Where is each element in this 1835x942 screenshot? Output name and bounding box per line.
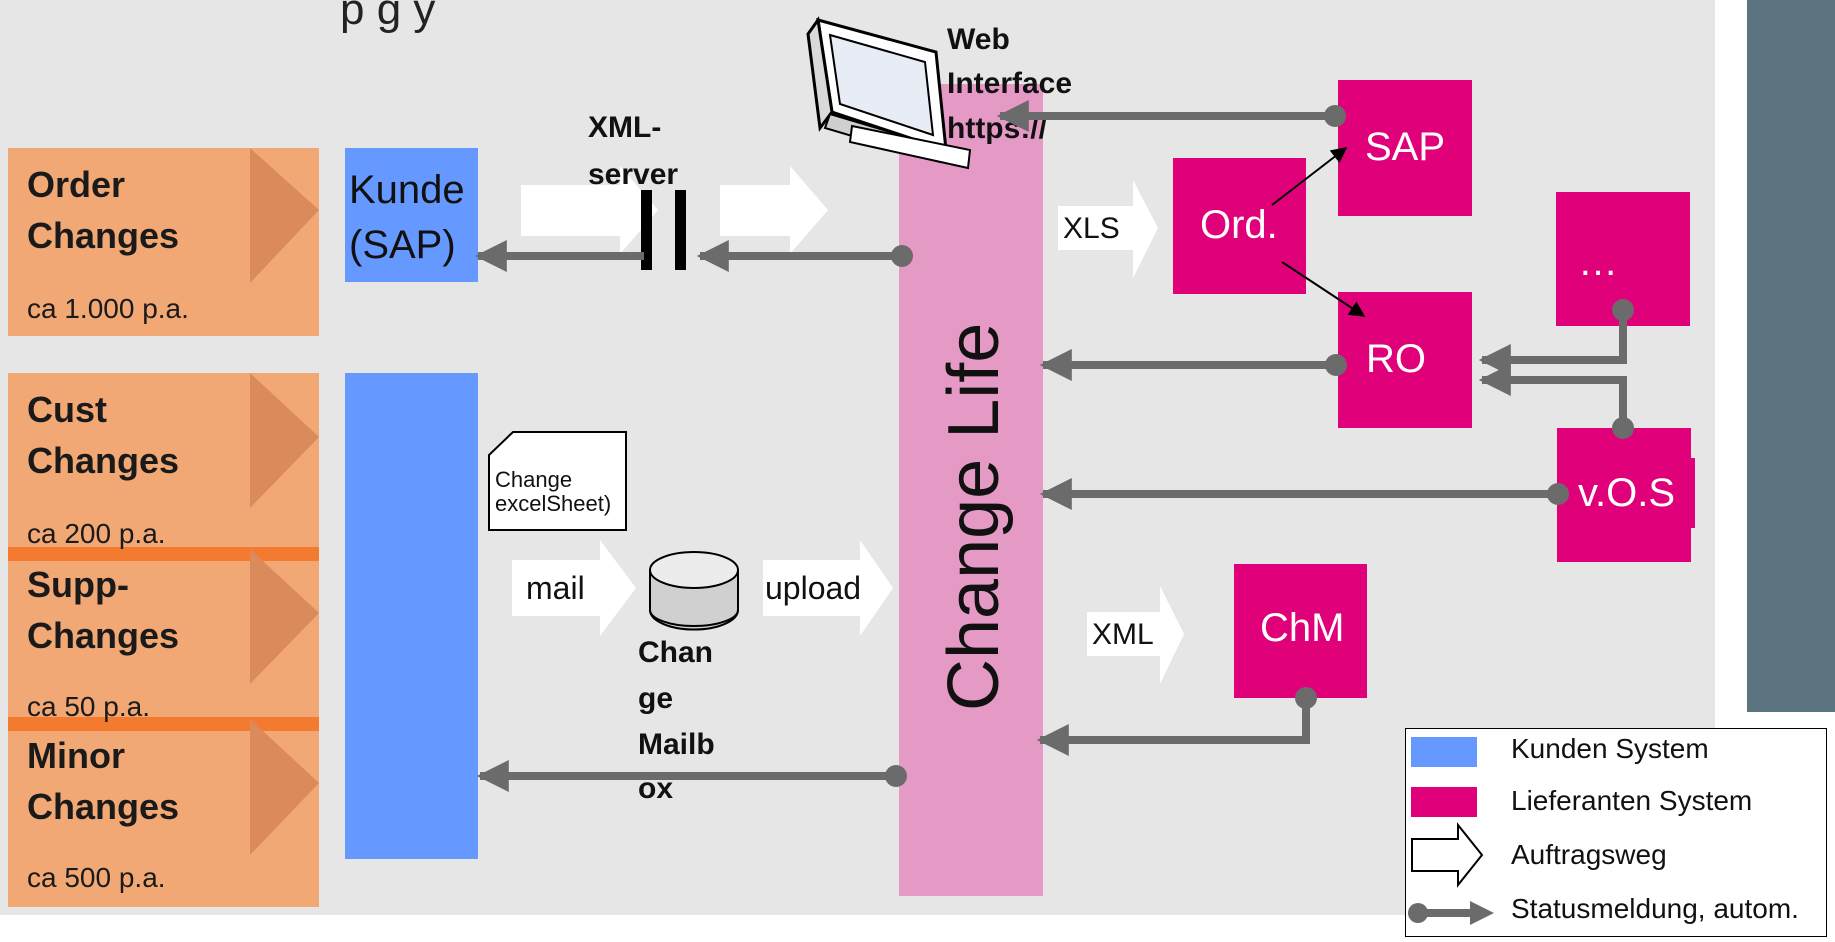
svg-text:…: … <box>1578 240 1618 284</box>
category-name-line2: Changes <box>27 786 179 827</box>
supplier-node-sap: SAP <box>1338 80 1472 216</box>
status-line-dots <box>885 105 1634 787</box>
monitor-icon <box>806 16 972 170</box>
legend-customer-swatch <box>1411 737 1477 767</box>
xml-server-bar-icon <box>675 190 686 270</box>
xml-server-bar-icon <box>641 190 652 270</box>
order-path-arrow <box>521 166 658 254</box>
legend-customer-label: Kunden System <box>1511 733 1709 764</box>
category-volume: ca 1.000 p.a. <box>27 293 189 324</box>
xls-path-arrow <box>1058 180 1158 278</box>
supplier-node-ord: Ord. <box>1173 158 1306 294</box>
category-chevron-icon <box>250 373 319 508</box>
change-life-label: Change Life <box>934 323 1014 711</box>
document-icon <box>488 431 627 531</box>
status-lines <box>474 100 1627 792</box>
web-interface-line2: Interface <box>947 67 1072 100</box>
category-name-line2: Changes <box>27 215 179 256</box>
right-side-bar <box>1747 0 1835 712</box>
category-name-line1: Supp- <box>27 564 129 605</box>
mail-path-arrow <box>512 540 636 636</box>
category-chevron-icon <box>250 549 319 684</box>
svg-text:SAP: SAP <box>1365 125 1445 169</box>
category-volume: ca 200 p.a. <box>27 518 166 549</box>
category-supp-changes: Supp- Changes ca 50 p.a. <box>27 564 179 722</box>
mailbox-line3: Mailb <box>638 728 715 761</box>
category-name-line1: Minor <box>27 735 125 776</box>
svg-text:v.O.S: v.O.S <box>1578 471 1675 515</box>
category-cust-changes: Cust Changes ca 200 p.a. <box>27 389 179 549</box>
xml-server: XML- server <box>588 111 686 270</box>
status-line-ellipsis-to-ro <box>1478 310 1627 376</box>
customer-system-line1: Kunde <box>349 168 465 212</box>
category-order-changes: Order Changes ca 1.000 p.a. <box>8 148 319 336</box>
category-name-line1: Cust <box>27 389 107 430</box>
category-volume: ca 50 p.a. <box>27 691 150 722</box>
title-fragment: p g y <box>340 0 435 34</box>
xml-server-line2: server <box>588 158 678 191</box>
legend-order-path-label: Auftragsweg <box>1511 839 1667 870</box>
svg-text:Ord.: Ord. <box>1200 203 1278 247</box>
supplier-node-vos: v.O.S <box>1557 428 1695 562</box>
category-chevron-icon <box>250 148 319 283</box>
mailbox-line1: Chan <box>638 636 713 669</box>
change-sheet-line1: Change <box>495 467 572 492</box>
legend-status-label: Statusmeldung, autom. <box>1511 893 1799 924</box>
supplier-node-ro: RO <box>1338 292 1472 428</box>
category-group-lower <box>8 373 319 907</box>
upload-label: upload <box>765 570 861 606</box>
upload-path-arrow <box>763 540 893 636</box>
legend-supplier-label: Lieferanten System <box>1511 785 1753 816</box>
xml-path-arrow <box>1087 586 1184 684</box>
ord-to-sap-arrow <box>1271 147 1348 206</box>
category-volume: ca 500 p.a. <box>27 862 166 893</box>
category-name-line2: Changes <box>27 615 179 656</box>
svg-text:RO: RO <box>1366 337 1426 381</box>
customer-system-kunde-sap: Kunde (SAP) <box>345 148 478 282</box>
ord-to-ro-arrow <box>1281 261 1366 317</box>
order-path-arrow <box>720 166 828 254</box>
legend-supplier-swatch <box>1411 787 1477 817</box>
customer-system-line2: (SAP) <box>349 223 456 267</box>
legend: Kunden System Lieferanten System Auftrag… <box>1405 728 1827 937</box>
category-minor-changes: Minor Changes ca 500 p.a. <box>27 735 179 893</box>
database-icon <box>649 551 739 631</box>
category-chevron-icon <box>250 719 319 855</box>
svg-text:ChM: ChM <box>1260 606 1344 650</box>
change-sheet-line2: excelSheet) <box>495 491 611 516</box>
customer-system-block <box>345 373 478 859</box>
category-divider <box>8 547 319 561</box>
status-line-chm-to-cl <box>1036 698 1310 756</box>
xls-label: XLS <box>1063 212 1120 245</box>
xml-server-line1: XML- <box>588 111 661 144</box>
xml-label: XML <box>1092 618 1154 651</box>
category-name-line2: Changes <box>27 440 179 481</box>
mailbox-line2: ge <box>638 682 673 715</box>
status-line-vos-to-ro <box>1478 364 1627 428</box>
mail-label: mail <box>526 570 585 606</box>
category-divider <box>8 717 319 731</box>
web-interface-line1: Web <box>947 23 1010 56</box>
change-life-bar <box>899 84 1043 896</box>
category-name-line1: Order <box>27 164 125 205</box>
change-sheet-document: Change excelSheet) <box>488 431 627 531</box>
supplier-node-chm: ChM <box>1234 564 1367 698</box>
status-arrow-icon <box>1408 901 1494 925</box>
hollow-arrow-icon <box>1411 822 1484 888</box>
